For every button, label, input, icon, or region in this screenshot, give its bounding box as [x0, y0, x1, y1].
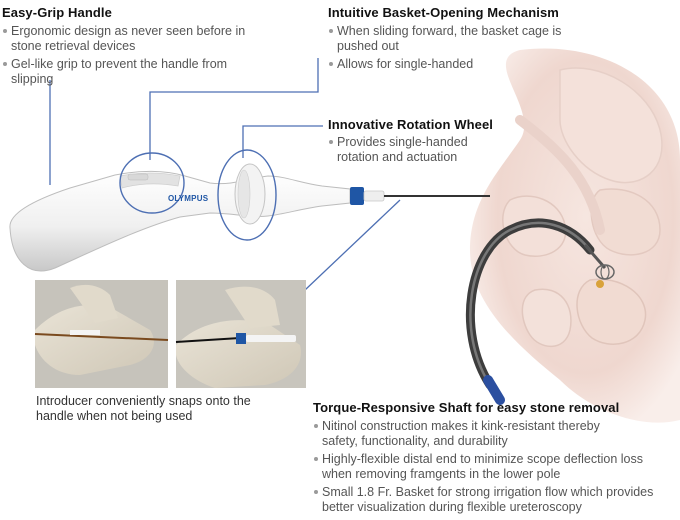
- introducer-photo-left: [34, 280, 169, 388]
- shaft-feature-title: Torque-Responsive Shaft for easy stone r…: [313, 400, 620, 415]
- grip-feature-bullets: Ergonomic design as never seen before in…: [2, 24, 264, 87]
- shaft-bullet: Highly-flexible distal end to minimize s…: [313, 452, 647, 482]
- shaft-feature-bullets: Nitinol construction makes it kink-resis…: [313, 419, 678, 515]
- basket-bullet: When sliding forward, the basket cage is…: [328, 24, 603, 54]
- rotation-feature: Innovative Rotation Wheel Provides singl…: [328, 117, 528, 168]
- shaft-feature: Torque-Responsive Shaft for easy stone r…: [313, 400, 678, 518]
- rotation-feature-bullets: Provides single-handed rotation and actu…: [328, 135, 498, 165]
- callout-lines: [49, 58, 401, 291]
- grip-feature: Easy-Grip Handle Ergonomic design as nev…: [2, 5, 267, 90]
- callout-circles: [119, 149, 277, 241]
- introducer-photo-right: [175, 280, 306, 388]
- rotation-bullet: Provides single-handed rotation and actu…: [328, 135, 498, 165]
- basket-feature: Intuitive Basket-Opening Mechanism When …: [328, 5, 618, 75]
- grip-bullet: Gel-like grip to prevent the handle from…: [2, 57, 231, 87]
- basket-device-handle: [9, 163, 490, 272]
- shaft-bullet: Nitinol construction makes it kink-resis…: [313, 419, 622, 449]
- basket-feature-title: Intuitive Basket-Opening Mechanism: [328, 5, 559, 20]
- grip-feature-title: Easy-Grip Handle: [2, 5, 112, 20]
- basket-bullet: Allows for single-handed: [328, 57, 603, 72]
- ureteroscope-shaft: [465, 218, 607, 405]
- grip-bullet: Ergonomic design as never seen before in…: [2, 24, 264, 54]
- brand-logo: OLYMPUS: [168, 194, 209, 203]
- rotation-feature-title: Innovative Rotation Wheel: [328, 117, 494, 132]
- basket-feature-bullets: When sliding forward, the basket cage is…: [328, 24, 603, 72]
- basket-tip-icon: [595, 264, 615, 288]
- shaft-bullet: Small 1.8 Fr. Basket for strong irrigati…: [313, 485, 680, 515]
- kidney-illustration: [470, 48, 680, 423]
- introducer-caption: Introducer conveniently snaps onto the h…: [36, 394, 251, 423]
